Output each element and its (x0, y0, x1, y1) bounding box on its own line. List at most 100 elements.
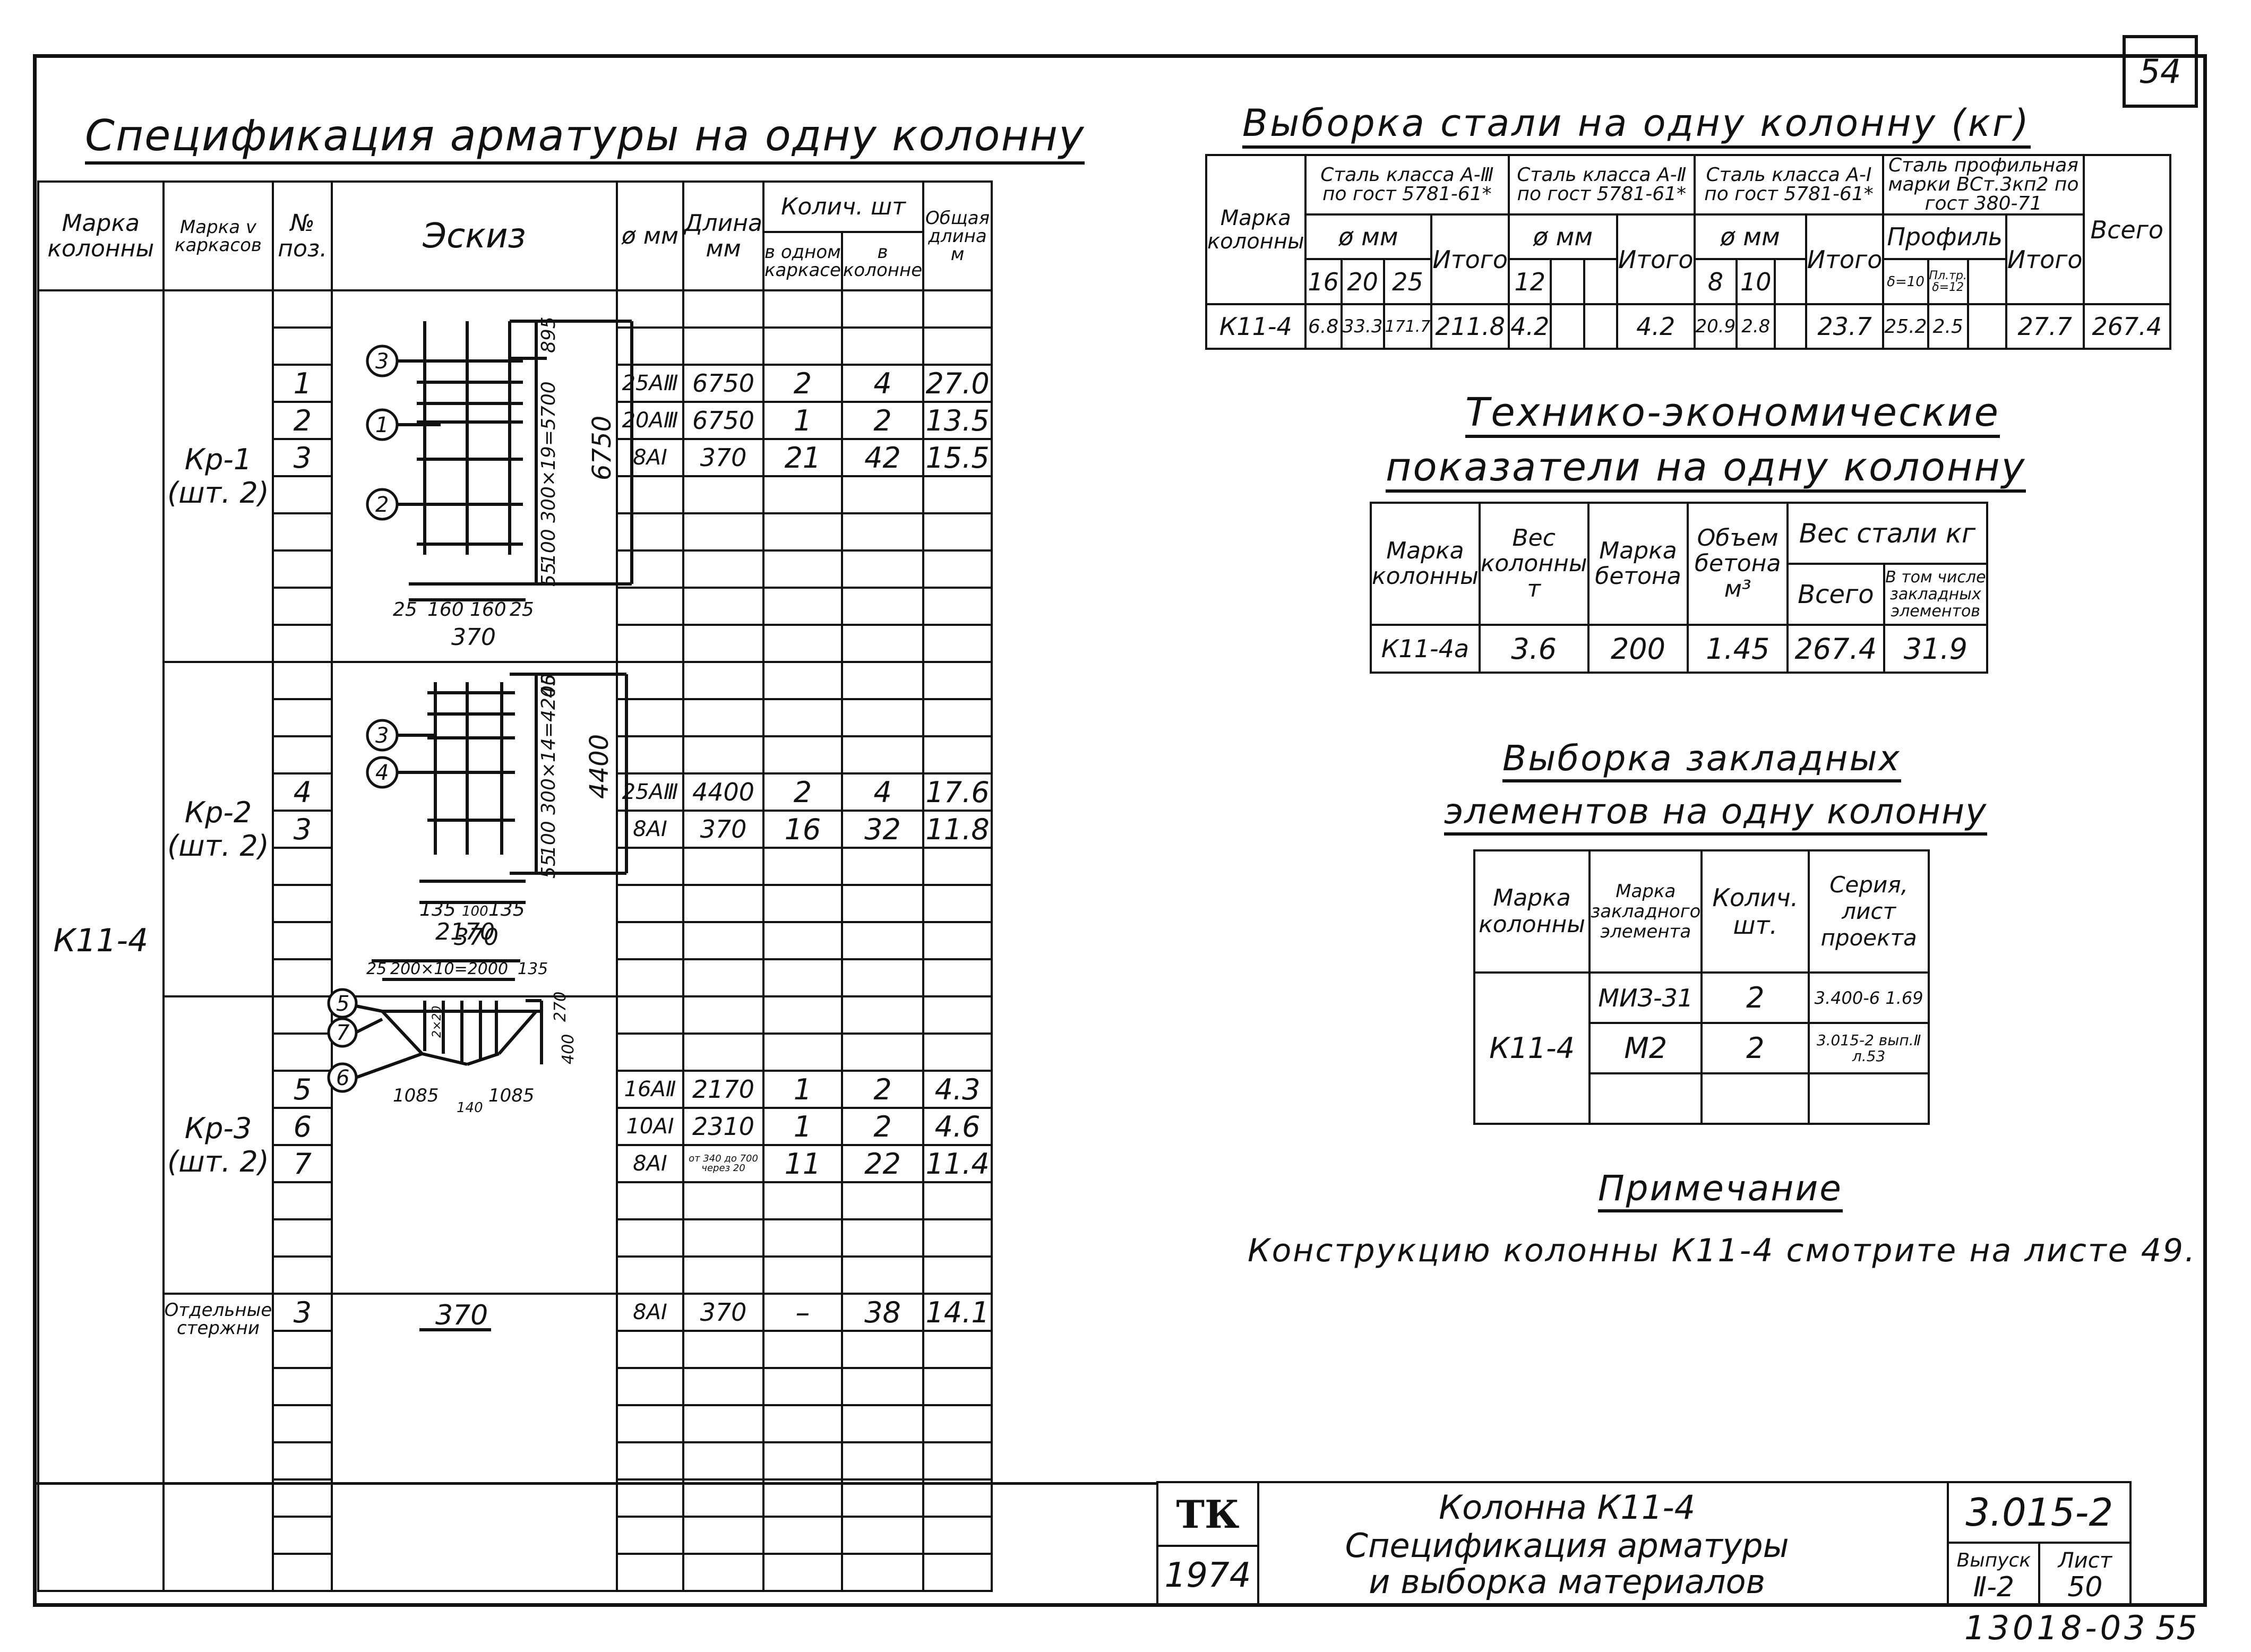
spec-table: Марка колонны Марка v каркасов № поз. Эс… (37, 180, 993, 1592)
dim-label: 100 300×14=4200 (538, 673, 560, 857)
header-total: Всего (1786, 563, 1885, 626)
dim-label: 1085 (393, 1085, 439, 1106)
header-column-weight: Вес колонны т (1478, 502, 1590, 626)
dim-label: 400 (559, 1034, 578, 1064)
qty-all: 22 (840, 1144, 925, 1183)
header-position: № поз. (272, 180, 333, 291)
dim-label: 135 (419, 899, 456, 920)
header-d16: 16 (1304, 258, 1343, 305)
qty-all: 4 (840, 772, 925, 812)
dim-label: 270 (551, 992, 570, 1022)
cage-kr2: Кр-2(шт. 2) (162, 661, 274, 997)
issue-label: Выпуск (1956, 1550, 2031, 1571)
footer-code: 13018-03 (1964, 1608, 2149, 1647)
header-quantity: Колич. шт (762, 180, 925, 233)
drawing-frame (33, 54, 2207, 1607)
total: 11.8 (922, 810, 993, 849)
dim-label: 135 (488, 899, 525, 920)
embedded-title-1: Выборка закладных (1502, 738, 1901, 782)
steel-title: Выборка стали на одну колонну (кг) (1242, 101, 2031, 149)
pos-marker: 4 (375, 761, 389, 785)
value: 23.7 (1805, 303, 1885, 350)
value: 33.3 (1340, 303, 1385, 350)
tep-title-1: Технико-экономические (1465, 390, 2000, 438)
total: 27.0 (922, 364, 993, 403)
qty: 2 (1700, 1022, 1810, 1074)
value: 2.8 (1735, 303, 1776, 350)
series-number: 3.015-2 (1949, 1484, 2129, 1544)
qty-all: 4 (840, 364, 925, 403)
value: 267.4 (2082, 303, 2172, 350)
table-row: М2 2 3.015-2 вып.Ⅱ л.53 (1474, 1022, 1930, 1074)
pos: 3 (272, 438, 333, 477)
element: МИЗ-31 (1588, 971, 1703, 1024)
length: от 340 до 700 через 20 (682, 1144, 764, 1183)
header-phi-mm: ø мм (1508, 213, 1618, 260)
qty-one: 2 (762, 772, 843, 812)
header-qty-in-column: в колонне (840, 231, 925, 291)
qty: 2 (1700, 971, 1810, 1024)
total: 4.3 (922, 1070, 993, 1109)
sketch-overlay: 3 1 2 3 4 5 7 6 895 100 300×19=5700 6750… (327, 316, 633, 1331)
header-a3: Сталь класса А-Ⅲ по гост 5781-61* (1304, 154, 1510, 216)
value: 211.8 (1430, 303, 1510, 350)
header-d25: 25 (1382, 258, 1433, 305)
cage-count: (шт. 2) (167, 1145, 269, 1178)
header-profile-steel: Сталь профильная марки ВСт.3кп2 по гост … (1882, 154, 2085, 216)
dim-label: 25 (510, 599, 534, 621)
header-column-mark: Марка колонны (37, 180, 165, 291)
dim-label: 6750 (587, 416, 617, 480)
dim-label: 370 (451, 624, 496, 651)
title-line-3: и выборка материалов (1369, 1562, 1766, 1601)
dim-label: 4400 (585, 734, 614, 799)
dim-label: 200×10=2000 (390, 960, 508, 978)
header-element-mark: Марка закладного элемента (1588, 849, 1703, 974)
length: 6750 (682, 401, 764, 440)
header-concrete-grade: Марка бетона (1587, 502, 1689, 626)
qty-all: 2 (840, 1070, 925, 1109)
concrete: 200 (1587, 624, 1689, 674)
length: 6750 (682, 364, 764, 403)
qty-all: 2 (840, 401, 925, 440)
series-box: 3.015-2 Выпуск Ⅱ-2 Лист 50 (1947, 1484, 2129, 1603)
title-line-2: Спецификация арматуры (1345, 1526, 1789, 1565)
dim-label: 160 (427, 599, 464, 621)
column-mark: К11-4 (53, 922, 149, 959)
dim-label: 135 (518, 960, 548, 978)
embedded-table: Марка колонны Марка закладного элемента … (1473, 849, 1930, 1125)
dim-label: 100 (462, 904, 488, 919)
qty-one: 1 (762, 401, 843, 440)
year: 1974 (1156, 1545, 1259, 1606)
value: 171.7 (1382, 303, 1433, 350)
cage-mark: Кр-1 (184, 443, 252, 476)
length: 2170 (682, 1070, 764, 1109)
steel-embedded: 31.9 (1883, 624, 1989, 674)
pos: 3 (272, 1293, 333, 1332)
header-embedded: В том числе закладных элементов (1883, 563, 1989, 626)
qty-one: 11 (762, 1144, 843, 1183)
header-total: Всего (2082, 154, 2172, 305)
dim-label: 55 (538, 854, 560, 879)
pos-marker: 1 (375, 413, 389, 437)
total: 4.6 (922, 1107, 993, 1146)
sketch-kr2 (331, 661, 618, 997)
dia: 8АⅠ (615, 1293, 685, 1332)
total: 15.5 (922, 438, 993, 477)
header-quantity: Колич. шт. (1700, 849, 1810, 974)
header-itogo: Итого (1616, 213, 1696, 305)
title-text: Колонна К11-4 Спецификация арматуры и вы… (1257, 1481, 2132, 1606)
header-column-mark: Марка колонны (1370, 502, 1481, 626)
header-itogo: Итого (1430, 213, 1510, 305)
logo-text: ТК (1176, 1491, 1240, 1537)
sheet-value: 50 (2067, 1571, 2103, 1603)
table-row: К11-4а 3.6 200 1.45 267.4 31.9 (1370, 624, 1989, 674)
header-length: Длина мм (682, 180, 764, 291)
spec-title: Спецификация арматуры на одну колонну (85, 110, 1085, 165)
qty-all: 32 (840, 810, 925, 849)
note-title: Примечание (1598, 1168, 1843, 1212)
title-line-1: Колонна К11-4 (1439, 1488, 1696, 1527)
